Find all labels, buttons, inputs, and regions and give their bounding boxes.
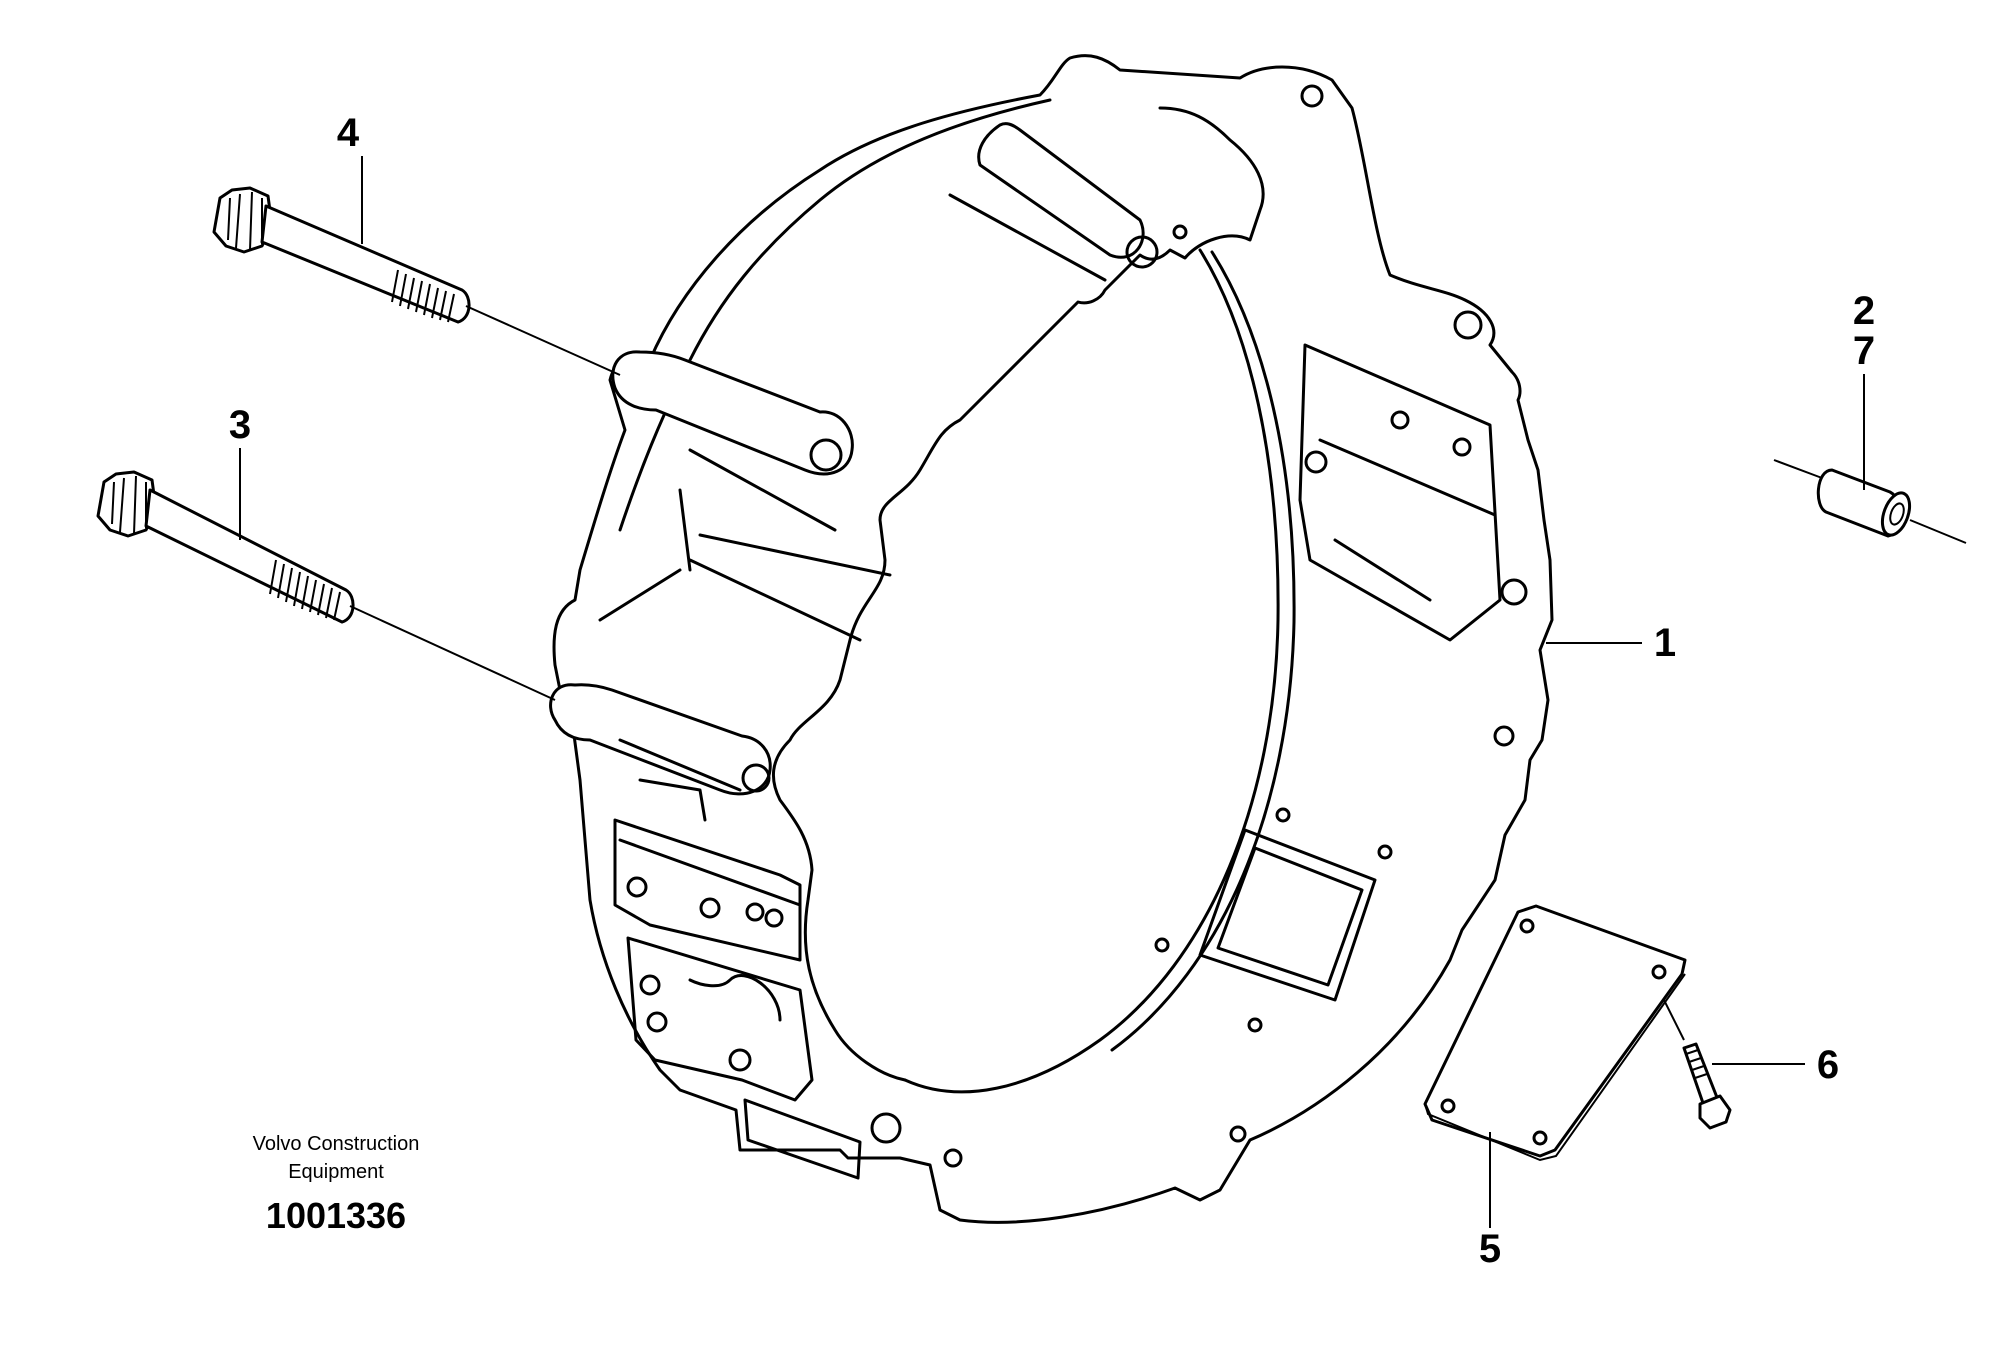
mount-pad-upper-face — [618, 778, 802, 907]
opening-hole-1 — [1275, 807, 1291, 823]
screw-head — [1698, 1094, 1732, 1130]
lower-rim-hole-1 — [870, 1112, 902, 1144]
callout-3: 3 — [229, 403, 251, 447]
cover-plate-edge — [1424, 973, 1686, 1162]
top-boss-hole — [1125, 235, 1159, 269]
inspection-opening-inner — [1216, 846, 1364, 987]
cover-plate-body — [1423, 904, 1687, 1158]
boss-bolt-4 — [611, 350, 854, 476]
mount-pad-hole-2 — [699, 897, 721, 919]
mount-pad-hole-7 — [728, 1048, 752, 1072]
mount-pad-upper — [613, 818, 802, 962]
bolt-3-axis-line — [349, 605, 556, 701]
cover-hole-1 — [1519, 918, 1535, 934]
right-rim-hole-6 — [1493, 725, 1515, 747]
screw-axis-line — [1663, 999, 1685, 1041]
mount-pad-hole-4 — [764, 908, 784, 928]
bolt-3-shank — [144, 488, 355, 624]
housing-top-boss — [977, 122, 1145, 259]
inspection-opening — [1198, 828, 1377, 1002]
callout-4: 4 — [337, 111, 360, 155]
callout-6: 6 — [1817, 1043, 1839, 1087]
bolt-4-head-flutes — [227, 191, 263, 251]
opening-hole-3 — [1154, 937, 1170, 953]
lower-rim-hole-2 — [943, 1148, 963, 1168]
sleeve-axis-line-left — [1773, 459, 1823, 479]
housing-front-flange-curve — [618, 98, 1052, 532]
bolt-4-shank — [260, 204, 471, 324]
top-rim-hole-2 — [1172, 224, 1188, 240]
boss-bolt-3-hole — [741, 763, 771, 793]
housing-bore-inner — [1110, 250, 1296, 1052]
callout-1: 1 — [1654, 621, 1676, 665]
callout-5: 5 — [1479, 1227, 1501, 1271]
housing-bottom-lug — [743, 1098, 862, 1180]
top-rim-hole — [1300, 84, 1324, 108]
right-rim-hole-5 — [1500, 578, 1528, 606]
cover-hole-2 — [1651, 964, 1667, 980]
callout-2: 2 — [1853, 289, 1875, 333]
bolt-4 — [212, 186, 621, 376]
caption-line-2: Equipment — [288, 1161, 384, 1183]
opening-hole-2 — [1377, 844, 1393, 860]
callouts: 4 3 2 7 1 6 5 — [229, 111, 1875, 1271]
housing-outer-contour — [552, 54, 1554, 1224]
cover-screw — [1663, 999, 1732, 1130]
right-rim-hole-4 — [1452, 437, 1472, 457]
boss-bolt-3 — [549, 683, 772, 796]
bolt-4-axis-line — [465, 305, 621, 376]
cover-plate — [1423, 904, 1687, 1162]
drawing-caption: Volvo Construction Equipment 1001336 — [253, 1133, 420, 1236]
housing-bore — [903, 248, 1280, 1094]
boss-bolt-4-rib — [688, 448, 892, 642]
mount-pad-hole-3 — [745, 902, 765, 922]
mount-pad-hole-5 — [639, 974, 661, 996]
sleeve-end — [1880, 491, 1912, 537]
flywheel-housing — [549, 54, 1554, 1224]
mount-pad-hole-6 — [646, 1011, 668, 1033]
dowel-sleeve — [1773, 459, 1967, 544]
boss-bolt-3-rib — [598, 488, 742, 792]
cover-hole-3 — [1440, 1098, 1456, 1114]
cover-hole-4 — [1532, 1130, 1548, 1146]
bolt-3 — [96, 470, 556, 701]
right-rim-hole-2 — [1304, 450, 1328, 474]
mount-pad-lower-slot — [688, 974, 782, 1022]
opening-hole-4 — [1247, 1017, 1263, 1033]
callout-7: 7 — [1853, 329, 1875, 373]
right-rim-hole-3 — [1390, 410, 1410, 430]
drawing-number: 1001336 — [266, 1195, 406, 1236]
mount-pad-lower — [626, 936, 814, 1102]
housing-top-boss-edge — [948, 193, 1107, 282]
sleeve-axis-line-right — [1909, 519, 1967, 544]
boss-bolt-4-hole — [809, 438, 843, 472]
bolt-3-thread — [269, 559, 341, 621]
lower-rim-hole-3 — [1229, 1125, 1247, 1143]
screw-thread — [1685, 1049, 1708, 1079]
caption-line-1: Volvo Construction — [253, 1133, 420, 1155]
housing-right-pocket-rib — [1318, 438, 1497, 602]
housing-right-pocket — [1298, 343, 1502, 642]
right-rim-hole-1 — [1453, 310, 1483, 340]
housing-front-flange — [771, 106, 1265, 1082]
bolt-4-thread — [391, 269, 455, 323]
mount-pad-hole-1 — [626, 876, 648, 898]
sleeve-bore — [1889, 502, 1905, 526]
bolt-3-head-flutes — [111, 475, 147, 535]
